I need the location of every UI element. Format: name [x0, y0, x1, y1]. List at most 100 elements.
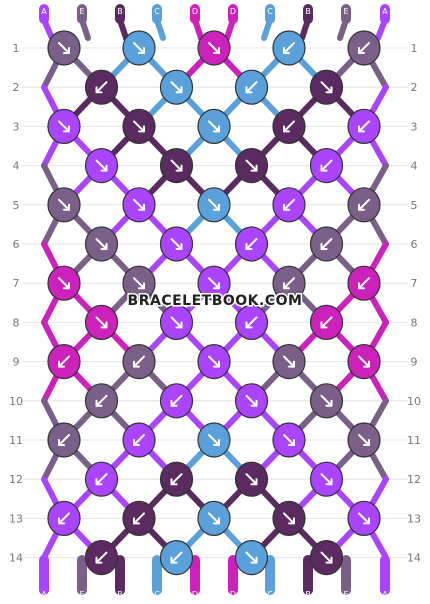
knot [84, 69, 119, 105]
knot-arrow-head [133, 517, 140, 525]
knot-arrow-head [288, 439, 295, 446]
knot-arrow-head [170, 556, 178, 564]
top-strand-lead [299, 17, 311, 41]
knot-arrow-head [358, 125, 365, 133]
row-number-left: 6 [13, 238, 20, 251]
knot-arrow-head [175, 86, 183, 94]
knot [272, 30, 306, 66]
knot-arrow-line [283, 512, 295, 525]
knot-arrow-line [133, 277, 145, 290]
knot-arrow-head [320, 243, 328, 250]
knot-arrow-head [245, 243, 253, 250]
knot [197, 30, 231, 66]
top-strand-letter: E [343, 7, 348, 16]
knot [272, 265, 306, 301]
knot-arrow-line [95, 316, 108, 329]
knot [347, 265, 381, 301]
knot-arrow-head [138, 282, 145, 290]
knot-arrow-head [95, 399, 103, 407]
top-strand-letter: E [79, 7, 84, 16]
row-number-right: 11 [407, 434, 421, 447]
knot-arrow-head [363, 517, 370, 525]
knot-arrow-head [213, 517, 220, 525]
knot-arrow-head [138, 203, 145, 211]
knot [84, 539, 119, 576]
knot-arrow-head [250, 399, 258, 407]
knot-arrow-line [58, 120, 70, 133]
knot-grid [47, 30, 381, 576]
knot-arrow-head [58, 517, 65, 525]
knot-arrow-head [63, 125, 70, 133]
knot-arrow-head [170, 478, 178, 486]
knot-arrow-line [58, 355, 70, 368]
knot [197, 344, 231, 380]
knot-arrow-head [58, 360, 65, 368]
knot [309, 461, 344, 497]
knot [272, 422, 306, 458]
top-strand-lead [154, 17, 166, 41]
knot-arrow-head [325, 399, 333, 407]
knot-arrow-line [170, 394, 183, 407]
knot-arrow-line [245, 551, 258, 564]
knot-arrow-head [63, 282, 70, 290]
knot-arrow-head [358, 203, 365, 211]
bottom-strand-letter: B [117, 590, 123, 599]
knot-arrow-head [320, 164, 328, 172]
knot-arrow-head [213, 125, 220, 133]
knot [47, 108, 81, 145]
knot [309, 69, 344, 105]
row-number-left: 12 [9, 473, 23, 486]
knot [309, 226, 344, 262]
top-strand-lead [261, 17, 273, 41]
row-number-left: 7 [13, 277, 20, 290]
top-strand-lead [224, 17, 236, 41]
bottom-strand-letter: D [230, 590, 236, 599]
knot-arrow-line [320, 81, 333, 94]
knot [234, 539, 269, 576]
row-number-right: 1 [411, 42, 418, 55]
knot-arrow-head [250, 556, 258, 564]
knot-arrow-line [245, 394, 258, 407]
knot [309, 304, 344, 340]
knot [234, 69, 269, 105]
row-number-right: 6 [411, 238, 418, 251]
knot [122, 30, 156, 66]
knot-arrow-head [320, 321, 328, 329]
row-number-left: 4 [13, 160, 20, 173]
top-strand-letter: D [230, 7, 236, 16]
bottom-strand-letter: D [192, 590, 198, 599]
knot-arrow-line [133, 355, 145, 368]
knot-arrow-line [283, 355, 295, 368]
top-strand-lead [337, 17, 349, 41]
row-number-right: 8 [411, 316, 418, 329]
knot [47, 265, 81, 301]
knot-arrow-line [208, 277, 220, 290]
knot-arrow-line [358, 198, 370, 211]
knot [197, 422, 231, 458]
knot-arrow-line [170, 316, 183, 329]
knot [347, 30, 381, 66]
knot-arrow-head [63, 47, 70, 54]
knot [159, 226, 194, 262]
bottom-strand-letter: E [343, 590, 348, 599]
bottom-strand-letter: A [382, 590, 388, 599]
knot [84, 383, 119, 419]
knot-arrow-line [133, 434, 145, 446]
top-strand-lead [79, 17, 91, 41]
knot-arrow-head [133, 360, 140, 368]
knot [159, 383, 194, 419]
top-strand-letter: B [117, 7, 123, 16]
knot-arrow-line [133, 512, 145, 525]
row-number-left: 11 [9, 434, 23, 447]
knot-arrow-line [358, 42, 370, 54]
row-number-left: 10 [9, 395, 23, 408]
knot-arrow-head [283, 47, 290, 54]
knot-arrow-line [283, 434, 295, 446]
knot-arrow-head [245, 86, 253, 94]
knot-arrow-line [320, 316, 333, 329]
knot [84, 304, 119, 340]
knot-arrow-line [58, 42, 70, 54]
knot-arrow-line [245, 473, 258, 486]
row-number-right: 3 [411, 120, 418, 133]
